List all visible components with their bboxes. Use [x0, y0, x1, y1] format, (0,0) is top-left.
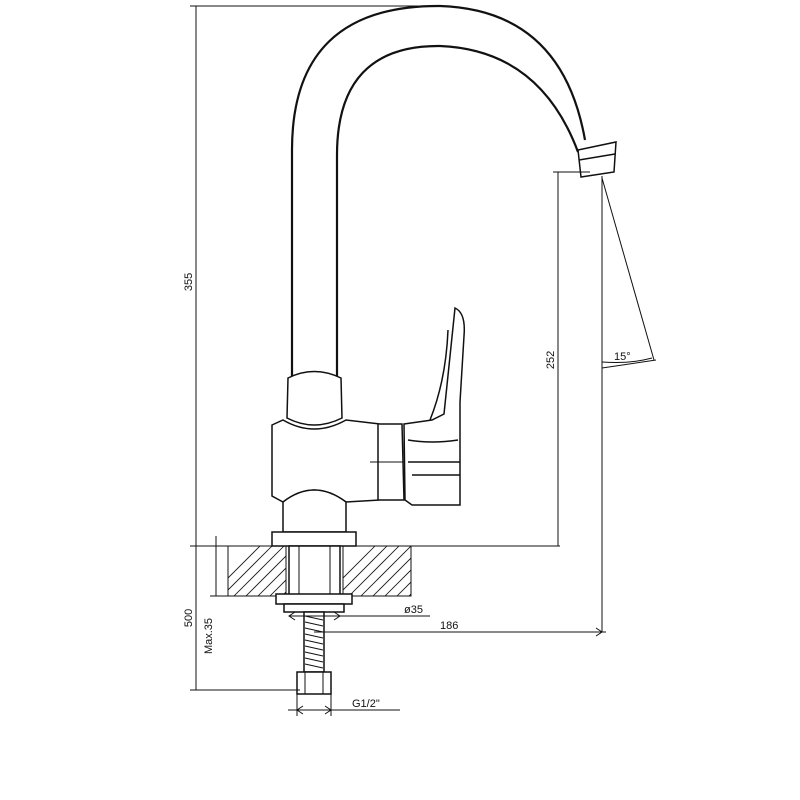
dim-spout-angle: 15°	[614, 351, 631, 363]
dim-thread: G1/2"	[352, 698, 380, 710]
faucet-body	[271, 370, 420, 547]
dim-max-thickness: Max.35	[203, 618, 215, 654]
dim-total-height: 355	[183, 273, 195, 291]
dim-spout-reach: 186	[440, 620, 458, 632]
lever-handle	[403, 306, 466, 506]
mounting-assembly	[275, 545, 353, 695]
dim-hose-length: 500	[183, 609, 195, 627]
dim-pipe-diameter: ø35	[404, 604, 423, 616]
dim-spout-height: 252	[545, 351, 557, 369]
dimension-lines	[190, 5, 657, 716]
